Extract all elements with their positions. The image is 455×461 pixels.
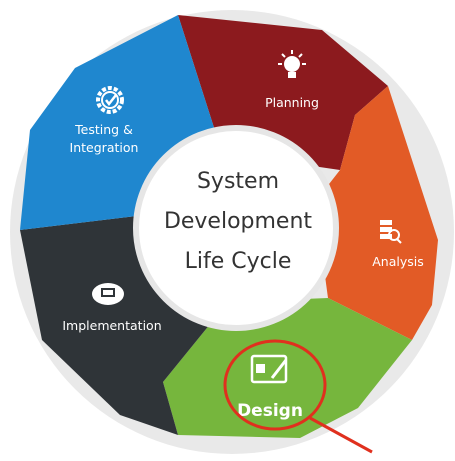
label-analysis: Analysis (372, 254, 424, 269)
label-testing: Testing & (74, 122, 133, 137)
label-planning: Planning (265, 95, 319, 110)
label-integration: Integration (70, 140, 139, 155)
server-search-icon (380, 220, 402, 244)
paint-brush-icon (250, 354, 288, 384)
center-title-line1: System (197, 169, 279, 194)
segment-implementation[interactable] (20, 215, 228, 435)
segment-analysis[interactable] (315, 86, 438, 340)
highlight-pointer (309, 416, 373, 454)
center-title-line3: Life Cycle (185, 249, 292, 274)
segment-design[interactable] (163, 298, 412, 438)
center-title-line2: Development (164, 209, 312, 234)
highlight-circle (223, 339, 327, 431)
lightbulb-icon (278, 50, 306, 78)
cloud-monitor-icon (92, 283, 124, 305)
gear-check-icon (96, 86, 124, 114)
label-design: Design (237, 401, 303, 421)
label-implementation: Implementation (62, 318, 161, 333)
center-circle (133, 125, 339, 331)
